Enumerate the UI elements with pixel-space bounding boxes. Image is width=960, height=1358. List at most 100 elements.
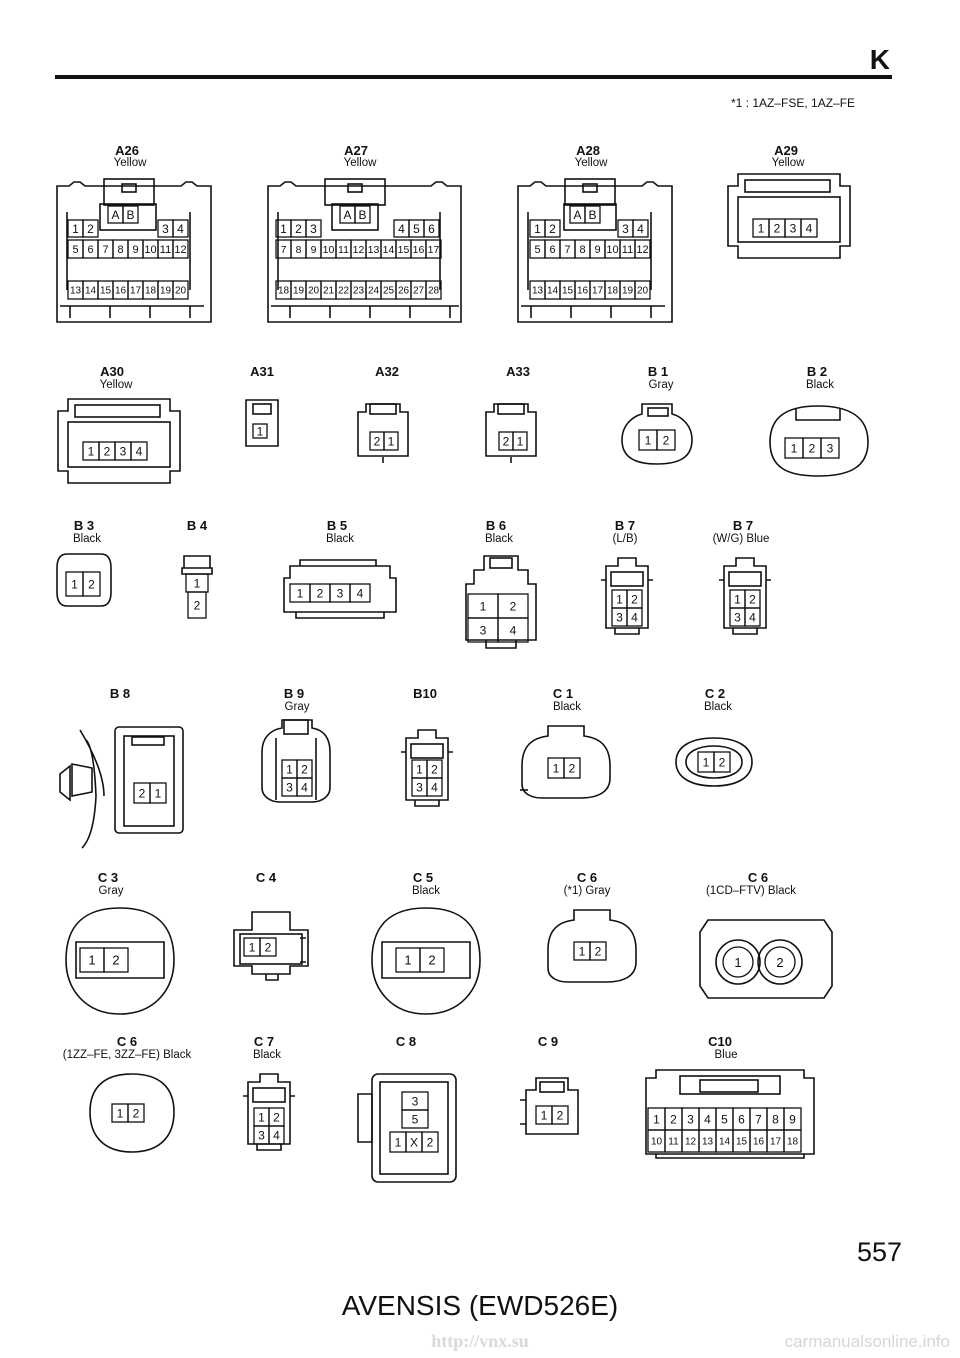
footer-url: http://vnx.su [431, 1331, 529, 1351]
pin-number: 8 [579, 244, 585, 256]
pin-number: 6 [549, 244, 555, 256]
pin-number: 2 [104, 444, 111, 458]
pin-number: 14 [547, 286, 559, 297]
pin-number: 20 [175, 286, 187, 297]
pin-number: 3 [616, 610, 623, 624]
connector-code: C 7 [253, 1034, 275, 1049]
pin-number: 16 [577, 286, 589, 297]
connector-color: (1ZZ–FE, 3ZZ–FE) Black [62, 1049, 192, 1061]
pin-number: 11 [338, 244, 349, 256]
pin-number: 3 [790, 221, 797, 235]
pin-number: 1 [258, 1110, 265, 1124]
pin-number: 1 [72, 222, 79, 236]
pin-number: B [358, 208, 366, 222]
pin-number: 1 [416, 762, 423, 776]
pin-number: 11 [160, 244, 171, 256]
connector-b10-diagram [401, 729, 453, 807]
connector-code: C 6 [576, 870, 598, 885]
pin-number: 9 [789, 1112, 796, 1126]
pin-number: 2 [88, 577, 95, 591]
pin-number: B [588, 208, 596, 222]
connector-code: A28 [576, 143, 600, 158]
connector-b8-diagram [59, 726, 184, 849]
pin-number: 20 [308, 286, 320, 297]
connector-code: C 4 [255, 870, 277, 885]
pin-number: 22 [338, 286, 350, 297]
pin-number: 16 [753, 1137, 765, 1148]
pin-number: 1 [553, 761, 560, 775]
pin-cell [744, 607, 761, 627]
pin-cell [122, 205, 139, 224]
connector-b2-diagram [769, 405, 869, 477]
pin-cell [103, 947, 129, 973]
pin-number: 2 [295, 222, 302, 236]
pin-cell [252, 423, 268, 439]
connector-c3-diagram [65, 907, 175, 1015]
pin-number: 8 [772, 1112, 779, 1126]
connector-c5-diagram [371, 907, 481, 1015]
connector-code: A30 [100, 364, 124, 379]
pin-number: 1 [480, 599, 487, 613]
pin-cell [172, 219, 189, 238]
connector-color: (W/G) Blue [712, 533, 770, 545]
pin-number: 1 [517, 434, 524, 448]
pin-number: 14 [85, 286, 97, 297]
pin-number: 1 [88, 953, 95, 968]
pin-number: 2 [503, 434, 510, 448]
connector-c9-diagram [520, 1077, 579, 1135]
pin-number: 3 [412, 1094, 419, 1108]
page-number: 557 [857, 1237, 903, 1267]
pin-cell [634, 239, 651, 259]
connector-c10-diagram [645, 1069, 815, 1159]
connector-code: B 7 [614, 518, 636, 533]
connector-color: Black [805, 379, 835, 391]
connector-code: B 4 [186, 518, 208, 533]
connector-color: Yellow [99, 379, 133, 391]
pin-number: 15 [736, 1137, 748, 1148]
pin-number: 18 [145, 286, 157, 297]
pin-number: 25 [383, 286, 395, 297]
pin-number: 4 [431, 780, 438, 794]
pin-number: 17 [428, 244, 440, 256]
connector-color: Gray [98, 885, 124, 897]
connector-a27-diagram [267, 178, 462, 323]
pin-number: 1 [71, 577, 78, 591]
pin-number: 3 [734, 610, 741, 624]
pin-number: 7 [564, 244, 570, 256]
connector-b9-diagram [261, 719, 331, 803]
pin-number: 2 [749, 592, 756, 606]
connector-code: C 5 [412, 870, 434, 885]
pin-number: 2 [776, 955, 783, 970]
pin-number: 2 [194, 598, 201, 612]
pin-number: 1 [579, 944, 586, 958]
pin-number: 10 [144, 244, 156, 256]
pin-number: 13 [368, 244, 380, 256]
connector-color: Gray [284, 701, 310, 713]
pin-number: 2 [427, 1135, 434, 1149]
pin-number: 2 [139, 786, 146, 800]
pin-number: 1 [280, 222, 287, 236]
pin-number: 7 [281, 244, 287, 256]
connector-b7-lb-diagram [601, 557, 653, 635]
pin-number: 13 [702, 1137, 714, 1148]
document-title: AVENSIS (EWD526E) [341, 1290, 619, 1321]
pin-number: 12 [636, 244, 648, 256]
connector-code: B 3 [73, 518, 95, 533]
pin-cell [626, 607, 643, 627]
pin-cell [820, 437, 840, 459]
connector-color: Gray [648, 379, 674, 391]
connector-code: A33 [506, 364, 530, 379]
pin-cell [544, 219, 561, 238]
pin-number: 12 [685, 1137, 697, 1148]
pin-number: 3 [162, 222, 169, 236]
pin-number: 4 [631, 610, 638, 624]
pin-number: 18 [787, 1137, 799, 1148]
connector-code: C 2 [704, 686, 726, 701]
section-letter: K [869, 44, 890, 75]
connector-color: Black [411, 885, 441, 897]
pin-number: 6 [428, 222, 435, 236]
connector-b6-diagram [465, 555, 537, 649]
pin-number: A [343, 208, 351, 222]
pin-cell [259, 937, 277, 957]
pin-number: 7 [102, 244, 108, 256]
